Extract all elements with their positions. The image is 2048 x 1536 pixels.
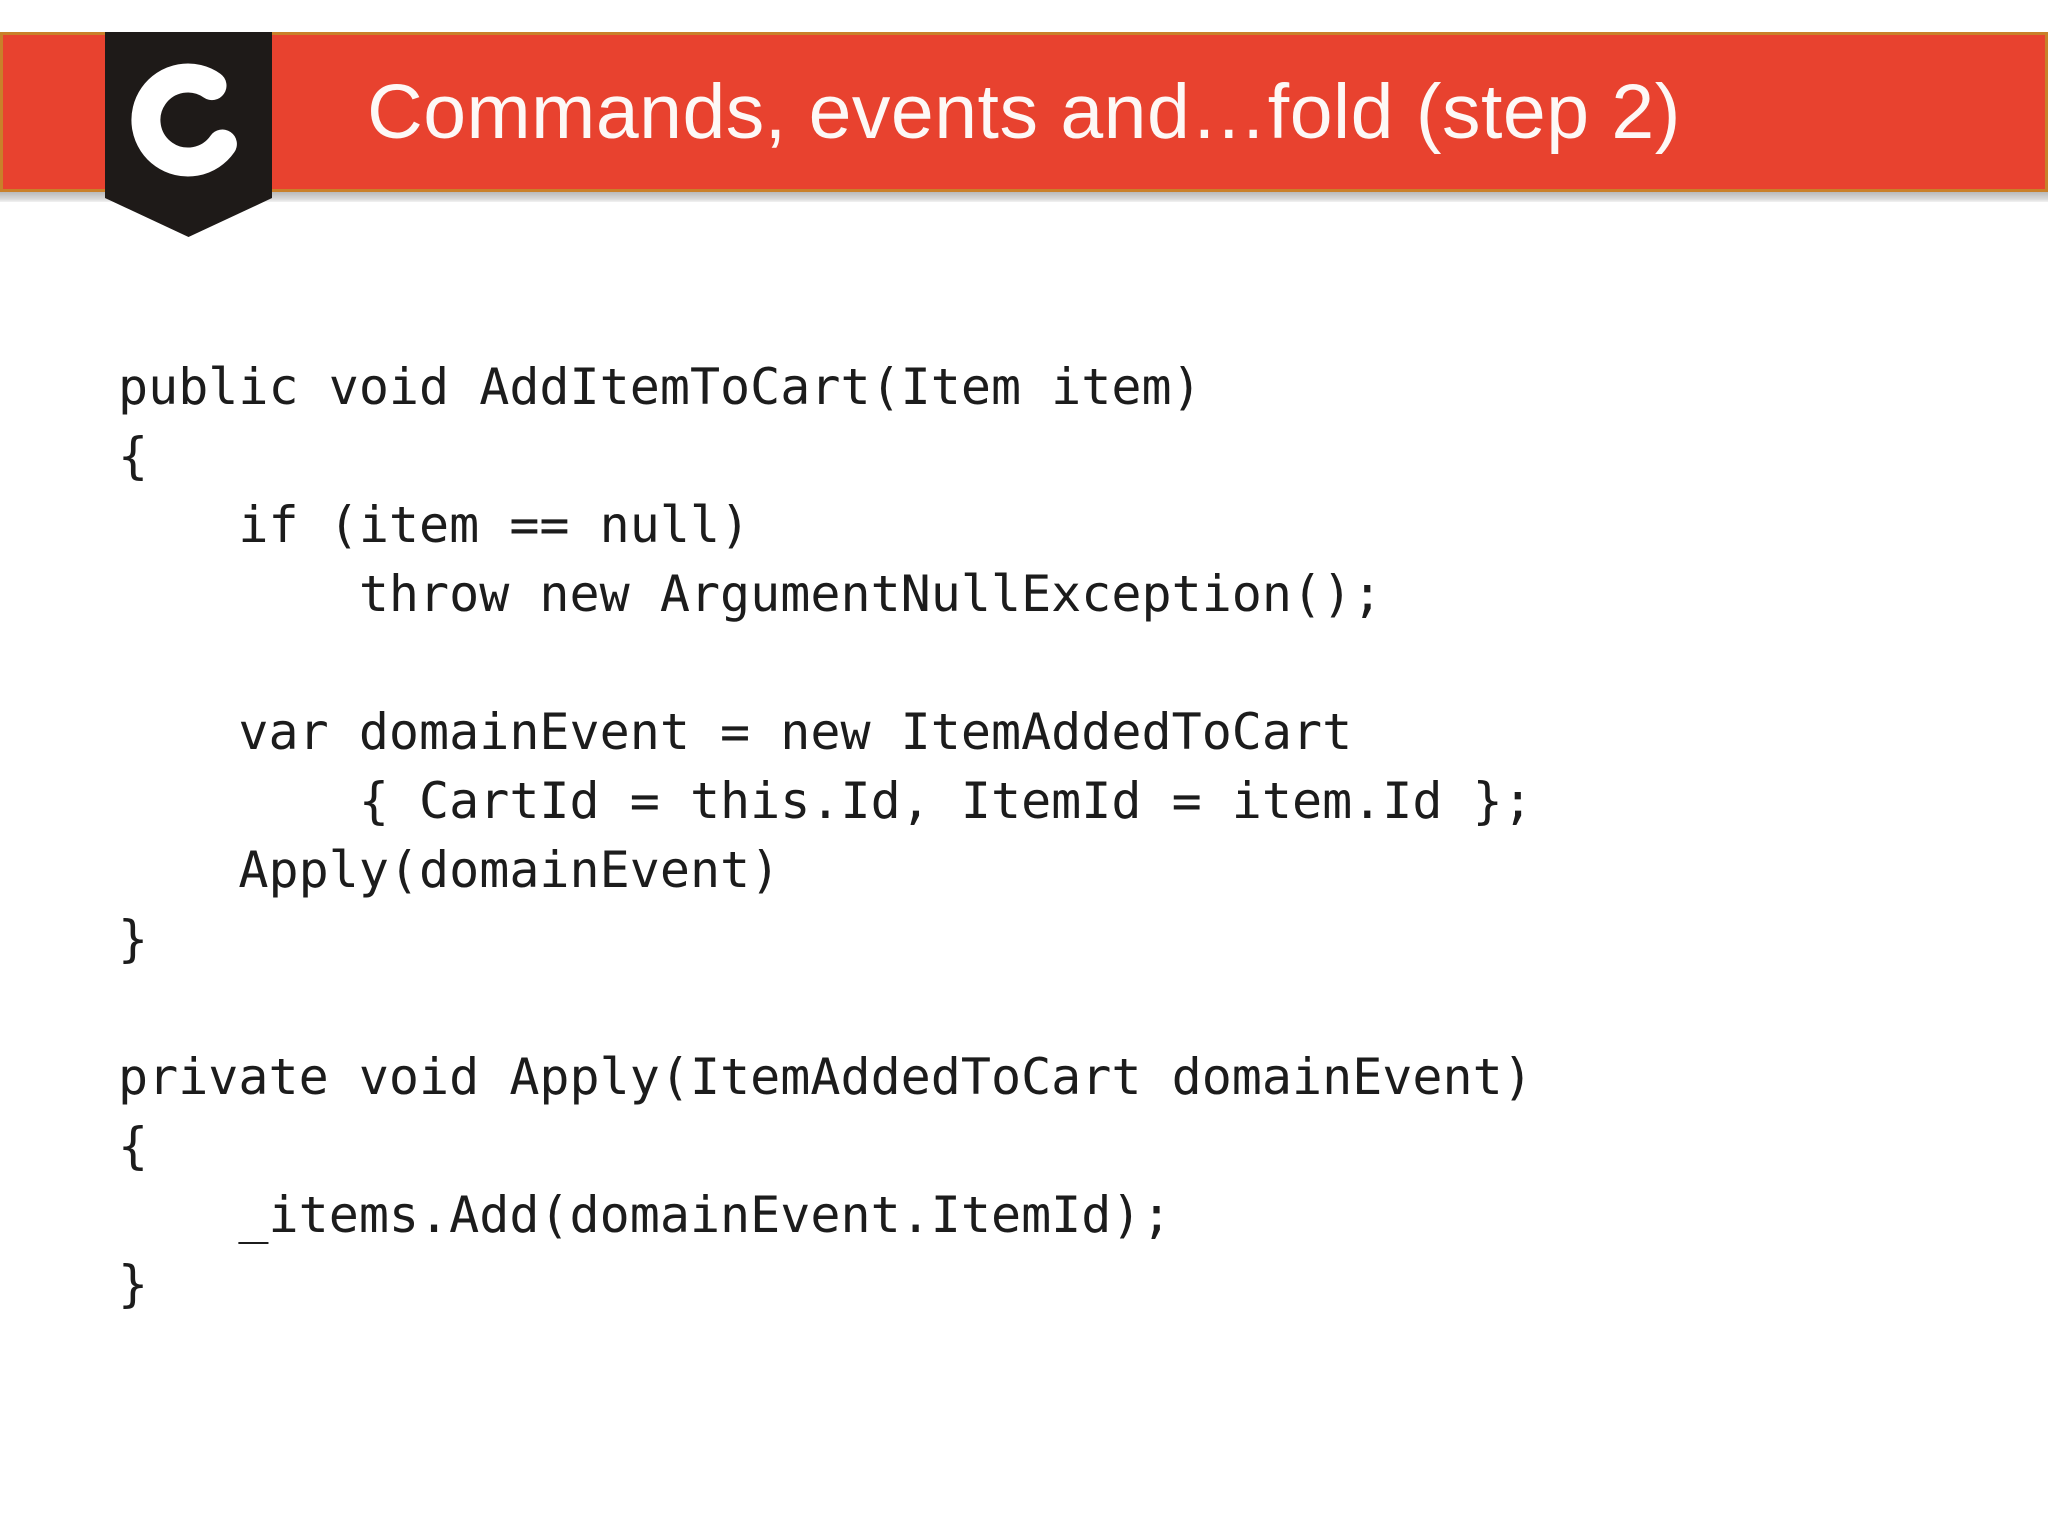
logo-badge — [105, 32, 272, 237]
slide-title: Commands, events and…fold (step 2) — [367, 69, 1681, 155]
c-swirl-logo-icon — [131, 63, 237, 177]
code-block: public void AddItemToCart(Item item) { i… — [118, 358, 1533, 1313]
slide-header: Commands, events and…fold (step 2) — [0, 32, 2048, 192]
header-shadow — [0, 192, 2048, 202]
